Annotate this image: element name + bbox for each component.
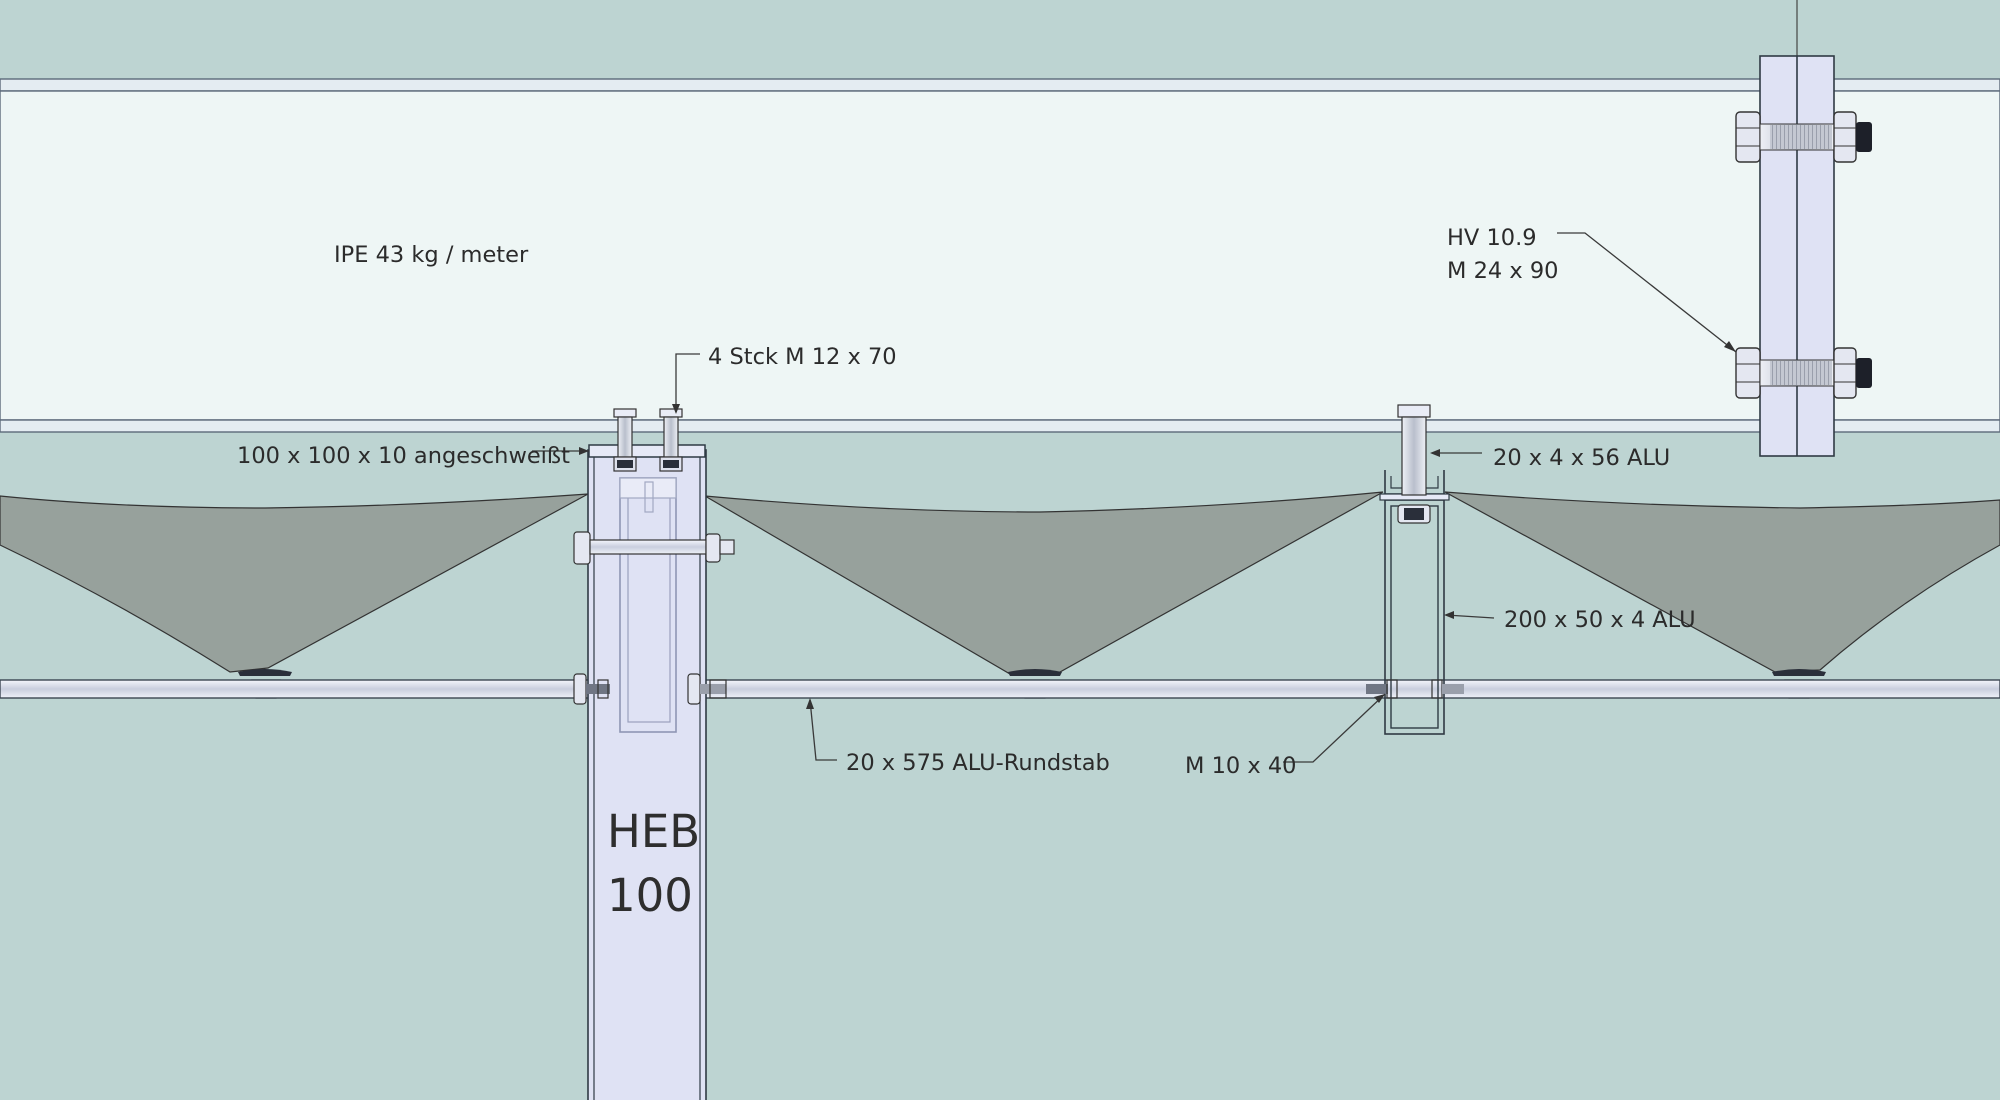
label-bolts-m12: 4 Stck M 12 x 70 — [708, 344, 897, 370]
ipe-beam — [0, 78, 2000, 433]
hv-bolt-upper — [1735, 111, 1872, 163]
screws-m10 — [1366, 679, 1464, 699]
alu-round-bar — [0, 679, 2000, 699]
leader-lines — [532, 232, 1737, 763]
column-bolt-upper — [573, 531, 735, 565]
label-hv-size: M 24 x 90 — [1447, 258, 1558, 284]
leader-m12 — [675, 353, 700, 412]
bolt-m12-left — [613, 408, 637, 472]
label-heb-size: 100 — [607, 869, 693, 922]
membrane-center — [704, 491, 1384, 675]
label-round-bar: 20 x 575 ALU-Rundstab — [846, 750, 1110, 776]
bolt-m12-right — [659, 408, 683, 472]
label-rect-tube: 200 x 50 x 4 ALU — [1504, 607, 1696, 633]
splice-plates — [1759, 0, 1835, 457]
column-bolt-lower — [573, 673, 727, 705]
label-heb: HEB — [607, 805, 700, 858]
leader-hv — [1557, 232, 1737, 353]
label-m10: M 10 x 40 — [1185, 753, 1296, 779]
membrane-left — [0, 493, 589, 673]
leader-m10 — [1283, 693, 1386, 763]
label-flat-alu: 20 x 4 x 56 ALU — [1493, 445, 1670, 471]
label-plate: 100 x 100 x 10 angeschweißt — [237, 443, 570, 469]
top-plate — [588, 444, 706, 458]
leader-round-bar — [809, 699, 837, 761]
label-hv-grade: HV 10.9 — [1447, 225, 1537, 251]
membrane-right — [1444, 491, 2000, 673]
label-ipe: IPE 43 kg / meter — [334, 242, 529, 268]
hv-bolt-lower — [1735, 347, 1872, 399]
bolt-flat-bar — [1397, 404, 1431, 524]
